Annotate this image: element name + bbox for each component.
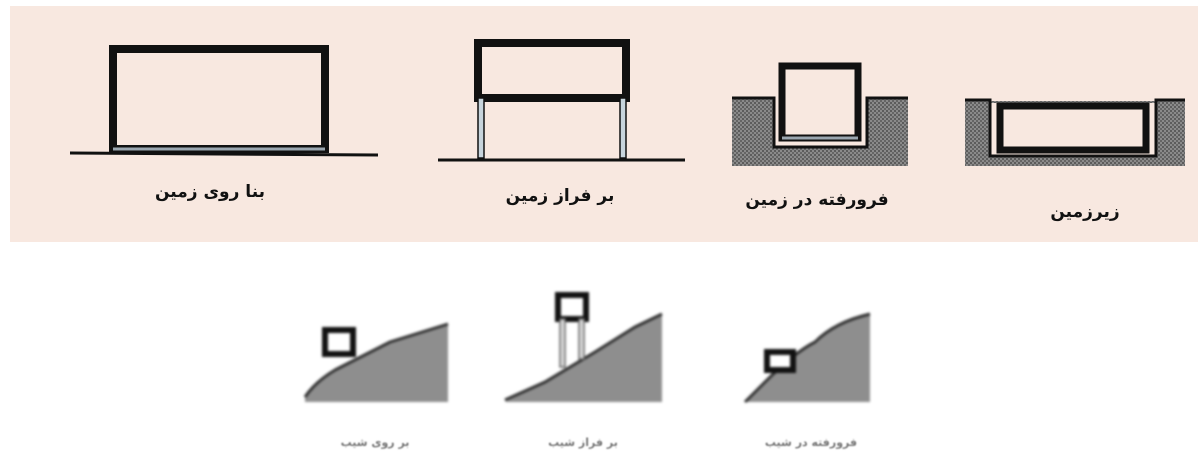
building-box <box>555 292 589 322</box>
label-elevated: بر فراز زمین <box>505 186 615 206</box>
label-sunken: فرورفته در زمین <box>745 190 889 210</box>
soil-mass <box>732 99 908 166</box>
label-sunken-in-slope: فرورفته در شیب <box>764 436 858 449</box>
right-pillar <box>578 318 585 360</box>
left-pillar <box>559 318 566 368</box>
ground-line <box>70 153 378 155</box>
label-underground: زیرزمین <box>1050 202 1120 222</box>
on-slope-sketch <box>303 322 449 402</box>
top-panel: بنا روی زمین بر فراز زمین فرورفته در زمی… <box>10 6 1198 242</box>
bottom-panel: بر روی شیب بر فراز شیب فرورفته در شیب <box>255 242 923 469</box>
left-pillar <box>478 98 484 158</box>
building-box <box>322 327 356 357</box>
ground-profile <box>732 98 908 147</box>
slope-mass <box>305 324 448 402</box>
elevated-sketch <box>438 43 685 160</box>
sunken-in-slope-sketch <box>743 312 871 404</box>
building-box <box>113 49 325 149</box>
slope-line <box>504 312 663 402</box>
right-pillar <box>620 98 626 158</box>
slope-mass <box>745 314 870 402</box>
sunken-sketch <box>732 66 908 166</box>
ground-profile <box>965 100 1185 156</box>
on-ground-sketch <box>70 49 378 155</box>
underground-sketch <box>965 100 1185 166</box>
ground-placement-sketches <box>10 6 1185 166</box>
building-box <box>478 43 626 98</box>
building-box <box>782 66 858 138</box>
label-above-slope: بر فراز شیب <box>548 436 618 449</box>
label-on-slope: بر روی شیب <box>340 436 410 449</box>
building-box <box>764 349 796 373</box>
label-on-ground: بنا روی زمین <box>154 182 266 202</box>
slope-line <box>303 322 449 398</box>
slope-placement-sketches <box>303 292 871 404</box>
building-box <box>1000 106 1146 150</box>
above-slope-sketch <box>504 292 663 402</box>
